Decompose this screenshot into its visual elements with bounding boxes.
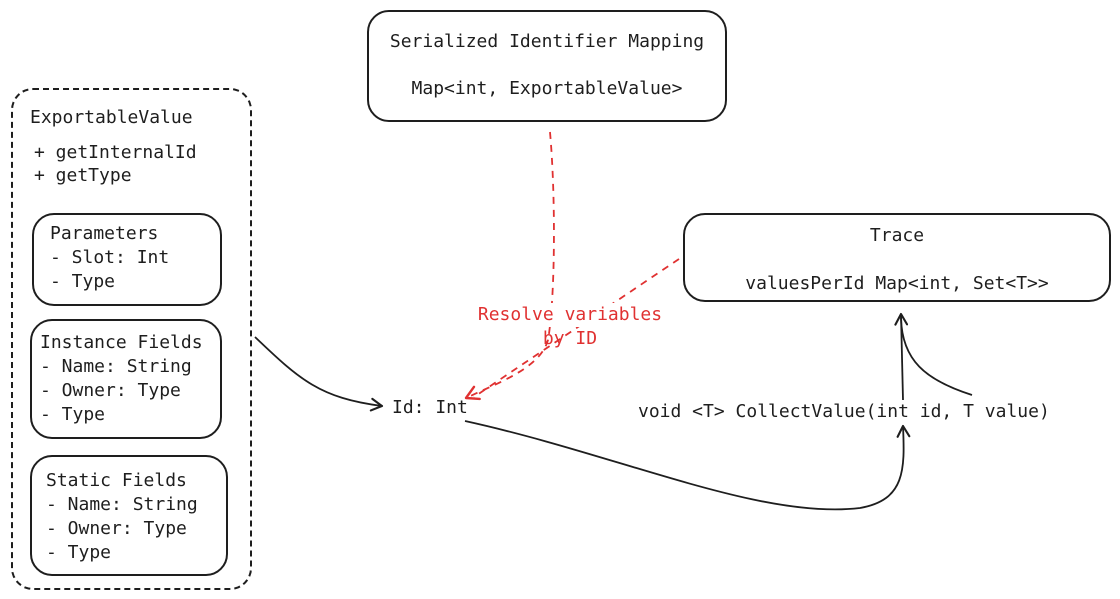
mapping-title: Serialized Identifier Mapping (389, 31, 705, 52)
parameters-item: - Type (50, 271, 116, 292)
arrow-collect-to-trace (894, 312, 909, 401)
instance-fields-item: - Owner: Type (40, 380, 181, 401)
arrow-id-to-collect (464, 420, 911, 511)
trace-field: valuesPerId Map<int, Set<T>> (745, 273, 1049, 294)
method-get-type: + getType (34, 165, 132, 186)
parameters-box (32, 213, 222, 306)
static-fields-item: - Owner: Type (46, 518, 187, 539)
static-fields-item: - Type (46, 542, 112, 563)
collect-value-signature: void <T> CollectValue(int id, T value) (638, 401, 1050, 422)
static-fields-item: - Name: String (46, 494, 198, 515)
instance-fields-item: - Type (40, 404, 106, 425)
parameters-title: Parameters (50, 223, 159, 244)
static-fields-title: Static Fields (46, 470, 187, 491)
exportable-value-title: ExportableValue (30, 107, 193, 128)
resolve-label-line1: Resolve variables (420, 303, 720, 327)
mapping-box (367, 10, 727, 122)
arrow-mapping-to-id (464, 131, 555, 401)
resolve-label-line2: by ID (542, 328, 598, 349)
trace-box (683, 213, 1111, 302)
instance-fields-title: Instance Fields (40, 332, 203, 353)
method-get-internal-id: + getInternalId (34, 142, 197, 163)
mapping-type: Map<int, ExportableValue> (411, 78, 683, 99)
static-fields-box (30, 455, 228, 576)
instance-fields-item: - Name: String (40, 356, 192, 377)
arrow-container-to-id (254, 336, 384, 412)
parameters-item: - Slot: Int (50, 247, 170, 268)
exportable-value-container (11, 88, 252, 590)
instance-fields-box (30, 319, 222, 439)
trace-title: Trace (869, 225, 925, 246)
arrow-collect-to-trace-curve (900, 317, 973, 396)
id-label: Id: Int (392, 397, 468, 418)
